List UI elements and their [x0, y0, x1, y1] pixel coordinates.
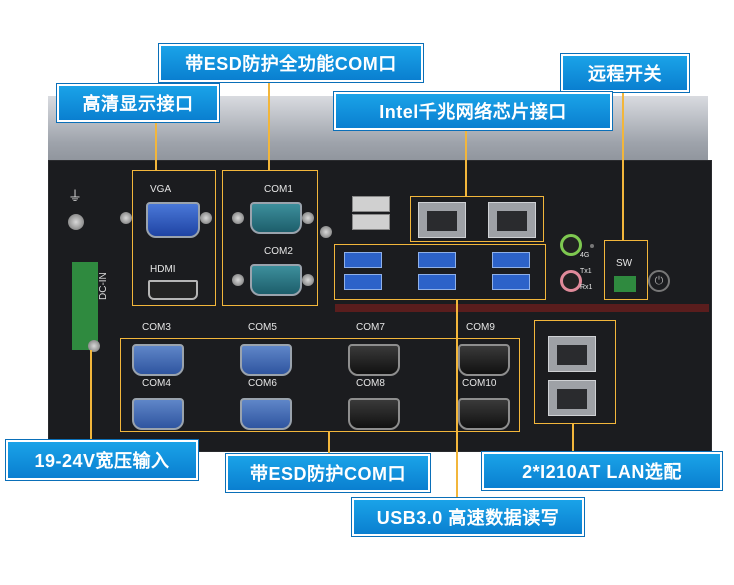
com5-label: COM5: [248, 322, 277, 333]
leader-esd-full-com: [268, 78, 270, 170]
com-bank-highlight-box: [120, 338, 520, 432]
dc-in-terminal: [72, 262, 98, 350]
optional-lan-port-1: [548, 336, 596, 372]
switch-highlight-box: [604, 240, 648, 300]
mic-in-jack: [560, 270, 582, 292]
side-screw: [320, 226, 332, 238]
intel-lan-highlight-box: [410, 196, 544, 242]
leader-esd-com: [328, 432, 330, 456]
leader-optional-lan: [572, 424, 574, 454]
com4-port: [132, 398, 184, 430]
status-led-1: [590, 244, 594, 248]
com5-port: [240, 344, 292, 376]
usb3-port-5: [492, 252, 530, 268]
com3-port: [132, 344, 184, 376]
leader-power: [90, 350, 92, 442]
optional-lan-port-2: [548, 380, 596, 416]
callout-esd-full-com: 带ESD防护全功能COM口: [159, 44, 423, 82]
com1-screw-right: [302, 212, 314, 224]
callout-intel-lan: Intel千兆网络芯片接口: [334, 92, 612, 130]
sw-label: SW: [616, 258, 633, 269]
callout-hd-display: 高清显示接口: [57, 84, 219, 122]
com2-label: COM2: [264, 246, 293, 257]
usb3-port-6: [492, 274, 530, 290]
com6-port: [240, 398, 292, 430]
led-tx1-label: Tx1: [580, 268, 592, 275]
led-4g-label: 4G: [580, 252, 590, 259]
callout-power-input: 19-24V宽压输入: [6, 440, 198, 480]
com8-port: [348, 398, 400, 430]
dc-in-label: DC-IN: [98, 272, 109, 300]
ground-screw: [68, 214, 84, 230]
callout-optional-lan: 2*I210AT LAN选配: [482, 452, 722, 490]
sw-terminal: [614, 276, 636, 292]
vga-screw-right: [200, 212, 212, 224]
led-rx1-label: Rx1: [580, 284, 593, 291]
lan-port-2: [488, 202, 536, 238]
com6-label: COM6: [248, 378, 277, 389]
usb3-port-4: [418, 274, 456, 290]
callout-remote-switch: 远程开关: [561, 54, 689, 92]
leader-remote-switch: [622, 86, 624, 240]
com4-label: COM4: [142, 378, 171, 389]
usb2-port-bottom: [352, 214, 390, 230]
com2-port: [250, 264, 302, 296]
line-out-jack: [560, 234, 582, 256]
callout-esd-com: 带ESD防护COM口: [226, 454, 430, 492]
usb3-port-1: [344, 252, 382, 268]
usb2-port-top: [352, 196, 390, 212]
com7-label: COM7: [356, 322, 385, 333]
com8-label: COM8: [356, 378, 385, 389]
com2-screw-right: [302, 274, 314, 286]
lan-port-1: [418, 202, 466, 238]
usb3-port-3: [418, 252, 456, 268]
com7-port: [348, 344, 400, 376]
red-stripe: [335, 304, 709, 312]
leader-intel-lan: [465, 124, 467, 196]
com9-port: [458, 344, 510, 376]
com2-screw-left: [232, 274, 244, 286]
optional-lan-highlight-box: [534, 320, 616, 424]
vga-screw-left: [120, 212, 132, 224]
hdmi-port: [148, 280, 198, 300]
usb3-port-2: [344, 274, 382, 290]
display-highlight-box: [132, 170, 216, 306]
power-button-icon: ⏻: [648, 270, 670, 292]
vga-label: VGA: [150, 184, 172, 195]
hdmi-label: HDMI: [150, 264, 176, 275]
ground-icon: ⏚: [68, 188, 82, 204]
leader-hd-display: [155, 116, 157, 170]
com3-label: COM3: [142, 322, 171, 333]
com9-label: COM9: [466, 322, 495, 333]
leader-usb3: [456, 300, 458, 500]
usb3-highlight-box: [334, 244, 546, 300]
com1-screw-left: [232, 212, 244, 224]
com1-label: COM1: [264, 184, 293, 195]
com12-highlight-box: [222, 170, 318, 306]
vga-port: [146, 202, 200, 238]
callout-usb3: USB3.0 高速数据读写: [352, 498, 584, 536]
com10-port: [458, 398, 510, 430]
dc-in-screw: [88, 340, 100, 352]
com10-label: COM10: [462, 378, 497, 389]
com1-port: [250, 202, 302, 234]
